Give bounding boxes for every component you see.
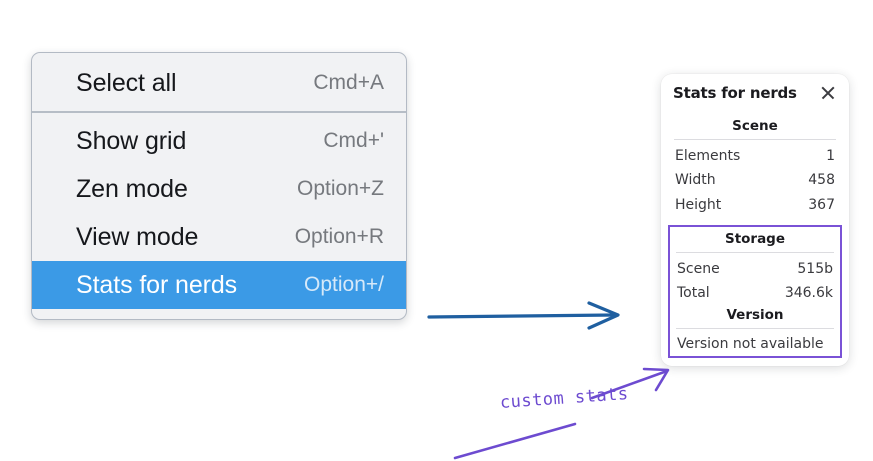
- section-heading-version: Version: [726, 307, 784, 324]
- stats-panel-header: Stats for nerds: [673, 84, 837, 102]
- section-divider: [676, 328, 834, 330]
- menu-item-shortcut: Cmd+A: [313, 71, 384, 94]
- stat-label: Total: [677, 285, 710, 302]
- menu-item-zen-mode[interactable]: Zen mode Option+Z: [32, 165, 406, 213]
- flow-arrow-icon: [427, 301, 620, 330]
- stat-value: 515b: [797, 260, 833, 277]
- stat-value: 1: [826, 148, 835, 164]
- stat-row-storage-scene: Scene 515b: [675, 257, 835, 281]
- menu-item-label: View mode: [76, 222, 199, 251]
- menu-item-label: Show grid: [76, 126, 187, 155]
- menu-group-2: Show grid Cmd+' Zen mode Option+Z View m…: [32, 111, 406, 319]
- menu-item-shortcut: Option+Z: [297, 177, 384, 200]
- stat-label: Width: [675, 172, 716, 189]
- menu-item-view-mode[interactable]: View mode Option+R: [32, 213, 406, 261]
- callout-underline: [453, 422, 577, 460]
- version-note: Version not available: [677, 336, 824, 353]
- stat-row-width: Width 458: [673, 168, 837, 192]
- stat-label: Scene: [677, 260, 720, 277]
- stat-value: 367: [808, 196, 835, 213]
- stats-panel-title: Stats for nerds: [673, 84, 797, 102]
- stats-section-scene: Scene Elements 1 Width 458 Height 367: [673, 116, 837, 217]
- callout-label: custom stats: [499, 384, 630, 413]
- menu-item-label: Zen mode: [76, 174, 188, 203]
- stat-value: 458: [808, 172, 835, 189]
- menu-item-shortcut: Option+R: [294, 225, 384, 248]
- stat-row-storage-total: Total 346.6k: [675, 281, 835, 305]
- menu-item-label: Stats for nerds: [76, 270, 238, 299]
- stats-section-storage: Storage Scene 515b Total 346.6k: [675, 229, 835, 306]
- menu-item-show-grid[interactable]: Show grid Cmd+': [32, 117, 406, 165]
- section-divider: [676, 251, 834, 253]
- context-menu[interactable]: Select all Cmd+A Show grid Cmd+' Zen mod…: [31, 52, 407, 320]
- section-heading-storage: Storage: [724, 230, 786, 247]
- stat-row-height: Height 367: [673, 193, 837, 217]
- section-divider: [674, 139, 836, 140]
- section-heading-scene: Scene: [732, 118, 778, 134]
- custom-stats-highlight-box: Storage Scene 515b Total 346.6k Version …: [668, 224, 842, 359]
- close-icon[interactable]: [819, 84, 837, 102]
- stats-section-version: Version Version not available: [675, 305, 835, 352]
- menu-item-select-all[interactable]: Select all Cmd+A: [32, 59, 406, 107]
- menu-group-1: Select all Cmd+A: [32, 53, 406, 111]
- stat-label: Elements: [675, 148, 741, 164]
- menu-item-stats-for-nerds[interactable]: Stats for nerds Option+/: [32, 261, 406, 309]
- stat-label: Height: [675, 196, 722, 213]
- menu-item-shortcut: Option+/: [304, 273, 384, 296]
- stat-row-elements: Elements 1: [673, 144, 837, 168]
- stats-for-nerds-panel: Stats for nerds Scene Elements 1 Width 4…: [661, 74, 849, 367]
- stat-value: 346.6k: [784, 285, 833, 302]
- menu-item-shortcut: Cmd+': [323, 129, 384, 152]
- menu-item-label: Select all: [76, 68, 177, 97]
